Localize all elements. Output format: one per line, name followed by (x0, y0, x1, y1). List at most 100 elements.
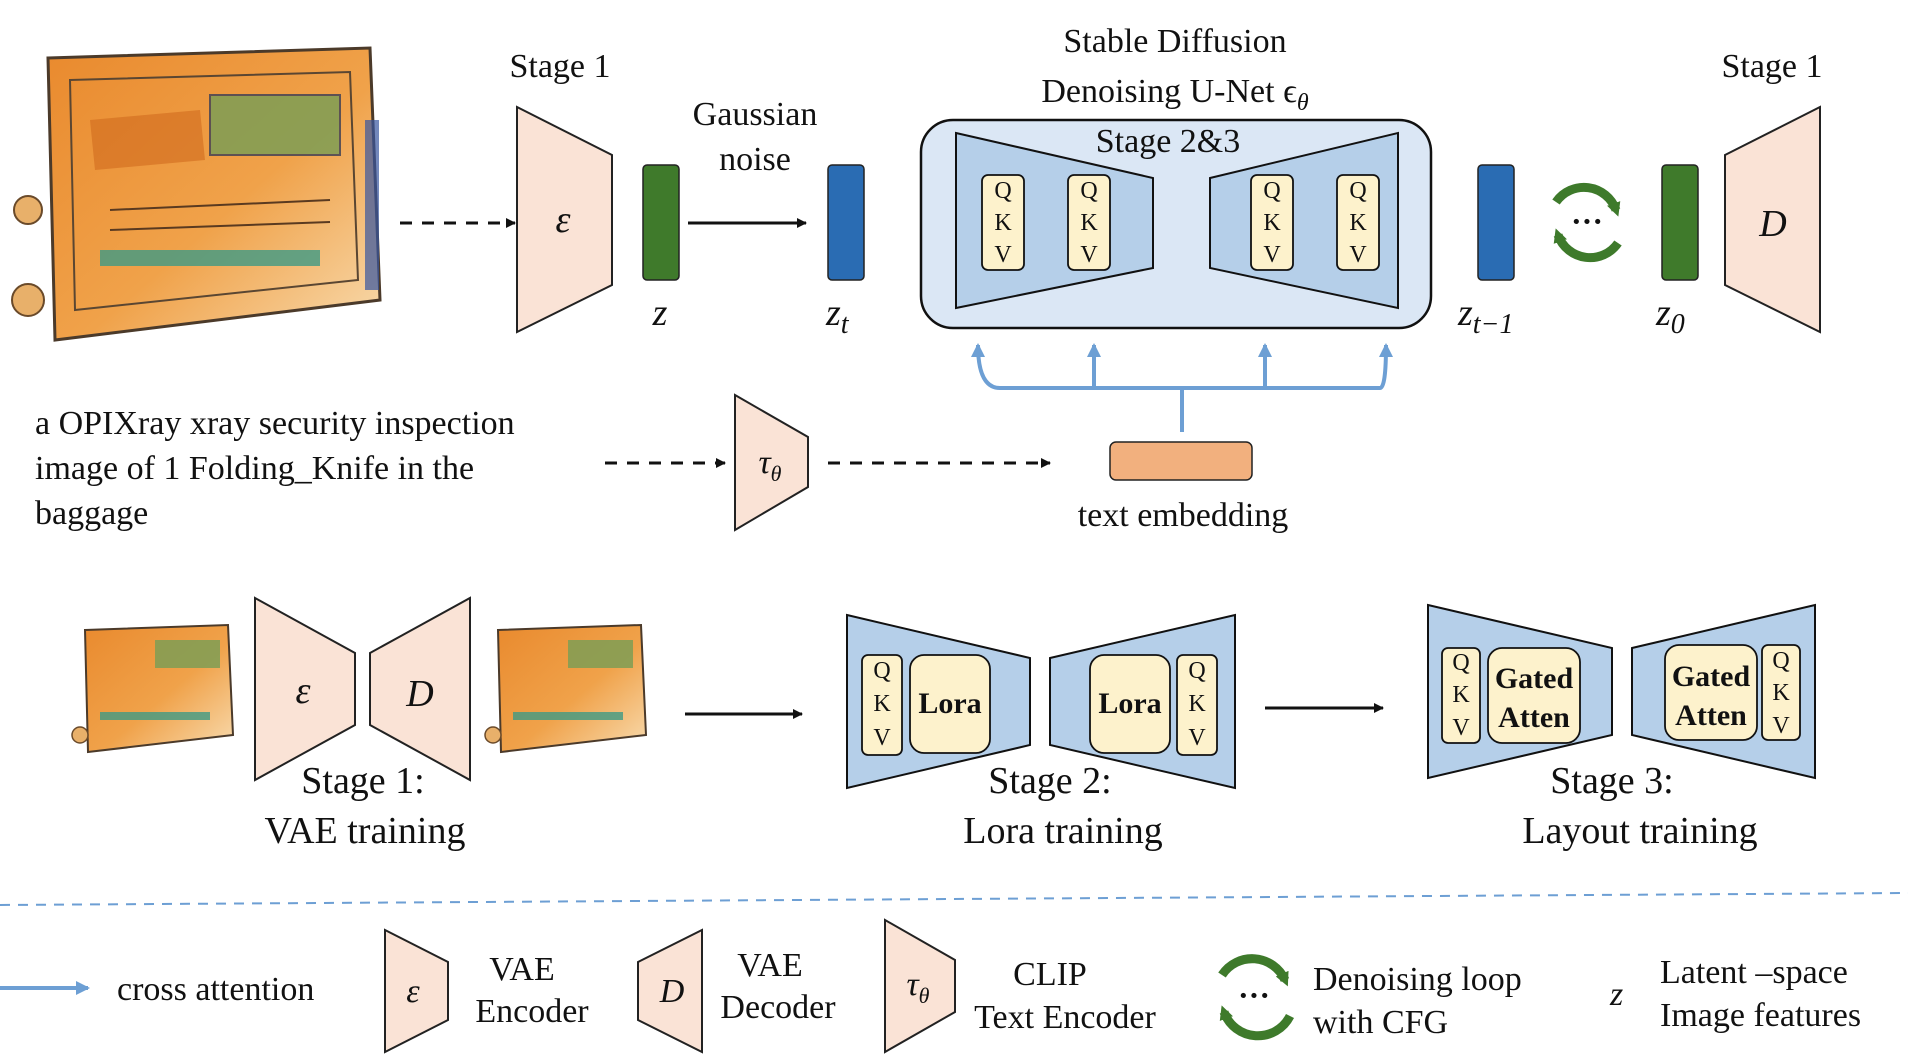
text-embedding-label: text embedding (1078, 497, 1289, 534)
svg-text:Gated: Gated (1672, 660, 1751, 693)
svg-text:Q: Q (1188, 658, 1205, 684)
svg-text:Atten: Atten (1498, 701, 1570, 734)
stage1-left-label: Stage 1 (509, 48, 610, 85)
prompt-line2: image of 1 Folding_Knife in the (35, 450, 474, 487)
svg-text:Q: Q (1452, 650, 1469, 676)
svg-text:D: D (1758, 203, 1786, 245)
cross-attention-arrows (971, 343, 1393, 432)
stage3-training-subtitle: Layout training (1522, 810, 1757, 852)
svg-text:V: V (1772, 713, 1790, 739)
svg-text:ε: ε (406, 973, 420, 1010)
clip-text-encoder: τθ (734, 393, 809, 532)
legend-clip-line2: Text Encoder (974, 999, 1156, 1036)
svg-text:Q: Q (994, 178, 1011, 204)
svg-text:K: K (1349, 210, 1367, 236)
sd-title-line1: Stable Diffusion (1063, 23, 1286, 60)
text-embedding-bar (1109, 441, 1253, 481)
svg-text:V: V (1349, 242, 1367, 268)
stage2-training-title: Stage 2: (988, 760, 1111, 802)
svg-text:D: D (659, 973, 685, 1010)
latent-zt-label: zt (825, 292, 850, 340)
xray-thumbnail-output (484, 623, 648, 754)
svg-text:τθ: τθ (759, 444, 782, 486)
vae-decoder: D (1724, 105, 1821, 334)
gated-attention-block (1487, 647, 1581, 744)
denoising-loop-icon: ··· (1552, 182, 1622, 263)
svg-text:Atten: Atten (1675, 699, 1747, 732)
legend-vae-decoder-line2: Decoder (720, 989, 836, 1026)
legend-latent-symbol: z (1609, 976, 1623, 1013)
latent-zt1-label: zt−1 (1457, 292, 1513, 340)
stage1-encoder: ε (254, 596, 356, 782)
lora-block (1089, 654, 1171, 754)
svg-text:K: K (1080, 210, 1098, 236)
latent-z0-label: z0 (1655, 292, 1685, 340)
svg-text:V: V (873, 725, 891, 751)
svg-text:K: K (994, 210, 1012, 236)
latent-z-bar (642, 164, 680, 281)
lora-block (909, 654, 991, 754)
legend-divider (0, 892, 1908, 906)
latent-zt1-bar (1477, 164, 1515, 281)
legend-clip-line1: CLIP (1013, 956, 1087, 993)
legend: cross attention ε VAE Encoder D VAE Deco… (0, 918, 1861, 1054)
svg-text:V: V (1452, 715, 1470, 741)
svg-text:Q: Q (1080, 178, 1097, 204)
gated-attention-block (1664, 644, 1758, 741)
latent-z0-bar (1661, 164, 1699, 281)
legend-loop-line1: Denoising loop (1313, 961, 1522, 998)
svg-text:Lora: Lora (918, 687, 981, 720)
svg-text:Gated: Gated (1495, 662, 1574, 695)
legend-vae-decoder-icon (637, 928, 703, 1054)
sd-title-line2: Denoising U-Net ϵθ (1041, 73, 1309, 116)
svg-text:K: K (1263, 210, 1281, 236)
latent-z-label: z (652, 292, 668, 334)
unet-container: Stage 2&3 Q K V Q K V Q K V Q K V (919, 118, 1433, 330)
gaussian-noise-label-2: noise (719, 141, 791, 178)
svg-text:V: V (1188, 725, 1206, 751)
prompt-line3: baggage (35, 495, 148, 532)
svg-text:Q: Q (1349, 178, 1366, 204)
svg-text:Q: Q (1772, 648, 1789, 674)
stage3-up-block: Gated Atten Q K V (1631, 603, 1816, 780)
svg-text:D: D (405, 673, 433, 715)
vae-encoder: ε (516, 105, 613, 334)
stage2-down-block: Q K V Lora (846, 613, 1031, 790)
svg-text:···: ··· (1571, 203, 1603, 239)
qkv-block: Q K V (981, 174, 1025, 271)
legend-vae-decoder-line1: VAE (737, 947, 803, 984)
stage1-training-subtitle: VAE training (265, 810, 466, 852)
svg-text:V: V (994, 242, 1012, 268)
legend-vae-encoder-line2: Encoder (475, 993, 589, 1030)
svg-text:K: K (1772, 680, 1790, 706)
legend-clip-encoder-icon (884, 918, 956, 1054)
svg-text:Lora: Lora (1098, 687, 1161, 720)
qkv-block: Q K V (1067, 174, 1111, 271)
qkv-block: Q K V (1250, 174, 1294, 271)
svg-text:V: V (1263, 242, 1281, 268)
stage2-up-block: Lora Q K V (1049, 613, 1236, 790)
xray-thumbnail-input (71, 623, 235, 754)
legend-latent-line1: Latent –space (1660, 954, 1848, 991)
legend-latent-line2: Image features (1660, 997, 1861, 1034)
legend-loop-line2: with CFG (1313, 1004, 1448, 1041)
svg-text:Q: Q (873, 658, 890, 684)
svg-text:Q: Q (1263, 178, 1280, 204)
prompt-line1: a OPIXray xray security inspection (35, 405, 515, 442)
stage1-decoder: D (369, 596, 471, 782)
unet-stage-label: Stage 2&3 (1096, 123, 1240, 160)
legend-vae-encoder-line1: VAE (489, 951, 555, 988)
legend-denoising-loop-icon: ··· (1218, 954, 1295, 1041)
svg-text:···: ··· (1238, 977, 1270, 1013)
legend-vae-encoder-icon (384, 928, 449, 1054)
svg-text:K: K (873, 691, 891, 717)
stage1-right-label: Stage 1 (1721, 48, 1822, 85)
qkv-block: Q K V (1336, 174, 1380, 271)
svg-text:ε: ε (556, 199, 571, 241)
svg-text:K: K (1188, 691, 1206, 717)
stage3-training-title: Stage 3: (1550, 760, 1673, 802)
gaussian-noise-label-1: Gaussian (693, 96, 818, 133)
stage2-training-subtitle: Lora training (963, 810, 1162, 852)
stage3-down-block: Q K V Gated Atten (1427, 603, 1613, 780)
